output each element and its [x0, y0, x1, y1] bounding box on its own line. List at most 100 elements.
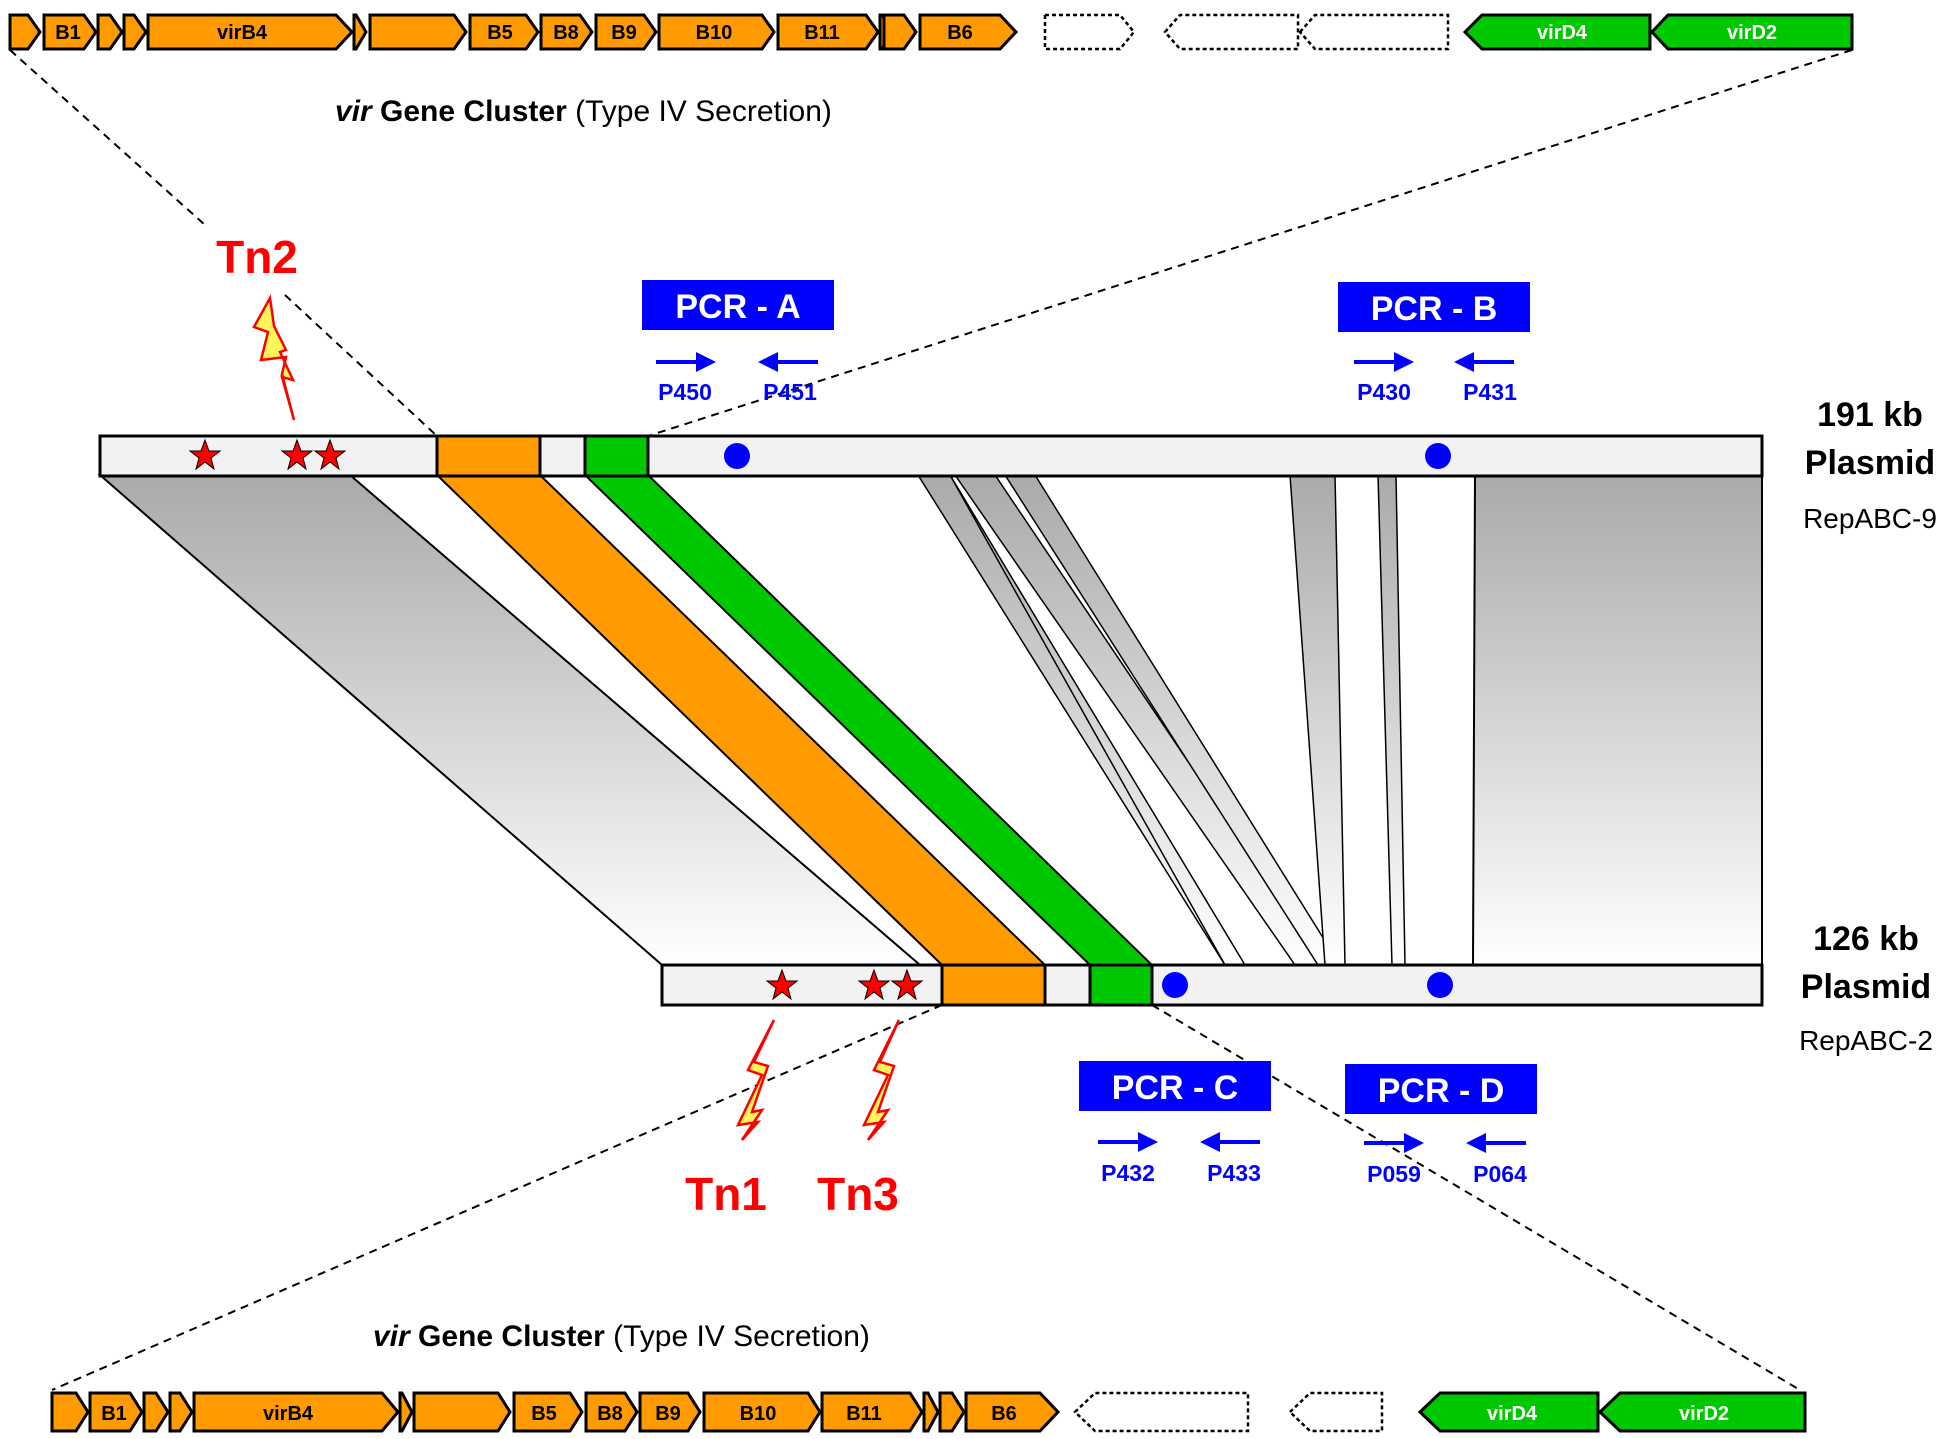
- caption-italic: vir: [335, 95, 374, 128]
- tn3-label: Tn3: [817, 1168, 899, 1220]
- top-gene-labels: B1 virB4 B5 B8 B9 B10 B11 B6 virD4 virD2: [55, 22, 1777, 44]
- primer-rev-label: P433: [1207, 1160, 1261, 1186]
- plasmid-top-green-block: [583, 434, 650, 478]
- lightning-bolt-icon: [252, 294, 296, 421]
- primer-fwd-label: P430: [1357, 379, 1411, 405]
- bottom-cluster-caption: vir Gene Cluster (Type IV Secretion): [373, 1320, 870, 1353]
- gene-arrow-virb4: [146, 13, 355, 51]
- gene-label: virD4: [1537, 22, 1588, 44]
- primer-fwd-label: P432: [1101, 1160, 1155, 1186]
- gene-arrow-b10: [702, 1391, 822, 1433]
- gene-arrow: [122, 13, 148, 51]
- star-icon: [857, 968, 891, 1001]
- gene-arrow-b1: [88, 1391, 144, 1433]
- pcr-b-label: PCR - B: [1371, 290, 1498, 328]
- gene-arrow-b6: [964, 1391, 1061, 1433]
- caption-italic: vir: [373, 1320, 412, 1353]
- zoom-line-top-left-2: [284, 294, 438, 437]
- gene-label: B5: [531, 1403, 557, 1425]
- caption-bold: Gene Cluster: [410, 1320, 605, 1353]
- plasmid-bottom: [660, 963, 1764, 1007]
- primer-rev-label: P064: [1473, 1161, 1527, 1187]
- zoom-line-top-left: [9, 49, 206, 226]
- transposon-tn1: Tn1: [685, 1019, 776, 1220]
- gene-label: B1: [101, 1403, 127, 1425]
- pcr-a: PCR - A P450 P451: [642, 280, 834, 405]
- plasmid-bottom-type-label: Plasmid: [1801, 968, 1931, 1006]
- pcr-d: PCR - D P059 P064: [1345, 1064, 1537, 1187]
- gene-arrow-b5: [468, 13, 540, 51]
- primer-rev-label: P431: [1463, 379, 1517, 405]
- pcr-c: PCR - C P432 P433: [1079, 1061, 1271, 1186]
- pcr-d-box: [1345, 1064, 1537, 1114]
- plasmid-bottom-size-label: 126 kb: [1813, 920, 1919, 958]
- gene-arrow-b5: [512, 1391, 584, 1433]
- gene-arrow-vird2: [1597, 1391, 1807, 1433]
- tn1-label: Tn1: [685, 1168, 767, 1220]
- gene-label: B10: [696, 22, 733, 44]
- plasmid-bottom-green-block: [1088, 963, 1154, 1007]
- primer-fwd-label: P450: [658, 379, 712, 405]
- plasmid-bottom-dot-2: [1427, 972, 1453, 998]
- pcr-a-box: [642, 280, 834, 330]
- plasmid-top-rep-label: RepABC-9: [1803, 503, 1937, 534]
- gene-arrow-unknown: [1163, 13, 1300, 51]
- homology-band-gray-4: [1289, 474, 1346, 966]
- gene-label: B1: [55, 22, 81, 44]
- gene-arrow-b8: [584, 1391, 639, 1433]
- plasmid-top-dot-1: [724, 443, 750, 469]
- bottom-gene-labels: B1 virB4 B5 B8 B9 B10 B11 B6 virD4 virD2: [101, 1403, 1729, 1425]
- transposon-tn2: Tn2: [216, 231, 298, 421]
- gene-arrow-unknown: [1298, 13, 1450, 51]
- pcr-c-label: PCR - C: [1112, 1069, 1239, 1107]
- gene-arrow: [412, 1391, 512, 1433]
- zoom-line-top-right: [647, 49, 1853, 437]
- gene-label: B11: [846, 1403, 882, 1425]
- homology-line-1: [949, 474, 1226, 966]
- zoom-lines: [9, 49, 1853, 1391]
- gene-label: B10: [740, 1403, 777, 1425]
- plasmid-top: [98, 434, 1764, 478]
- gene-label: B11: [804, 22, 840, 44]
- plasmid-top-dot-2: [1425, 443, 1451, 469]
- gene-arrow: [8, 13, 42, 51]
- homology-band-gray-5: [1377, 474, 1406, 966]
- gene-label: virD4: [1487, 1403, 1538, 1425]
- pcr-c-box: [1079, 1061, 1271, 1111]
- plasmid-top-size-label: 191 kb: [1817, 396, 1923, 434]
- plasmid-top-bar: [98, 434, 1764, 478]
- plasmid-bottom-orange-block: [940, 963, 1047, 1007]
- pcr-b: PCR - B P430 P431: [1338, 282, 1530, 405]
- top-gene-cluster: [8, 13, 1854, 51]
- gene-arrow: [922, 1391, 940, 1433]
- gene-arrow-b8: [539, 13, 594, 51]
- gene-label: B8: [553, 22, 579, 44]
- gene-arrow-unknown: [1043, 13, 1136, 51]
- gene-arrow-vird2: [1649, 13, 1854, 51]
- plasmid-bottom-dot-1: [1162, 972, 1188, 998]
- gene-arrow: [142, 1391, 170, 1433]
- lightning-bolt-icon: [735, 1019, 776, 1141]
- gene-arrow-unknown: [1073, 1391, 1250, 1433]
- caption-rest: (Type IV Secretion): [567, 95, 832, 128]
- homology-band-left-gray: [97, 474, 923, 966]
- primer-rev-label: P451: [763, 379, 817, 405]
- gene-label: B8: [597, 1403, 623, 1425]
- gene-label: virB4: [217, 22, 268, 44]
- zoom-line-bottom-left: [51, 1004, 943, 1391]
- pcr-d-label: PCR - D: [1378, 1072, 1505, 1110]
- gene-label: virD2: [1679, 1403, 1729, 1425]
- pcr-b-box: [1338, 282, 1530, 332]
- gene-label: B5: [487, 22, 513, 44]
- gene-arrow: [938, 1391, 966, 1433]
- plasmid-top-type-label: Plasmid: [1805, 444, 1935, 482]
- gene-arrow: [96, 13, 124, 51]
- gene-arrow-unknown: [1288, 1391, 1384, 1433]
- plasmid-bottom-rep-label: RepABC-2: [1799, 1025, 1933, 1056]
- primer-fwd-label: P059: [1367, 1161, 1421, 1187]
- homology-band-right-gray: [1471, 474, 1763, 966]
- lightning-bolt-icon: [861, 1019, 901, 1141]
- star-icon: [765, 968, 799, 1001]
- gene-label: virD2: [1727, 22, 1777, 44]
